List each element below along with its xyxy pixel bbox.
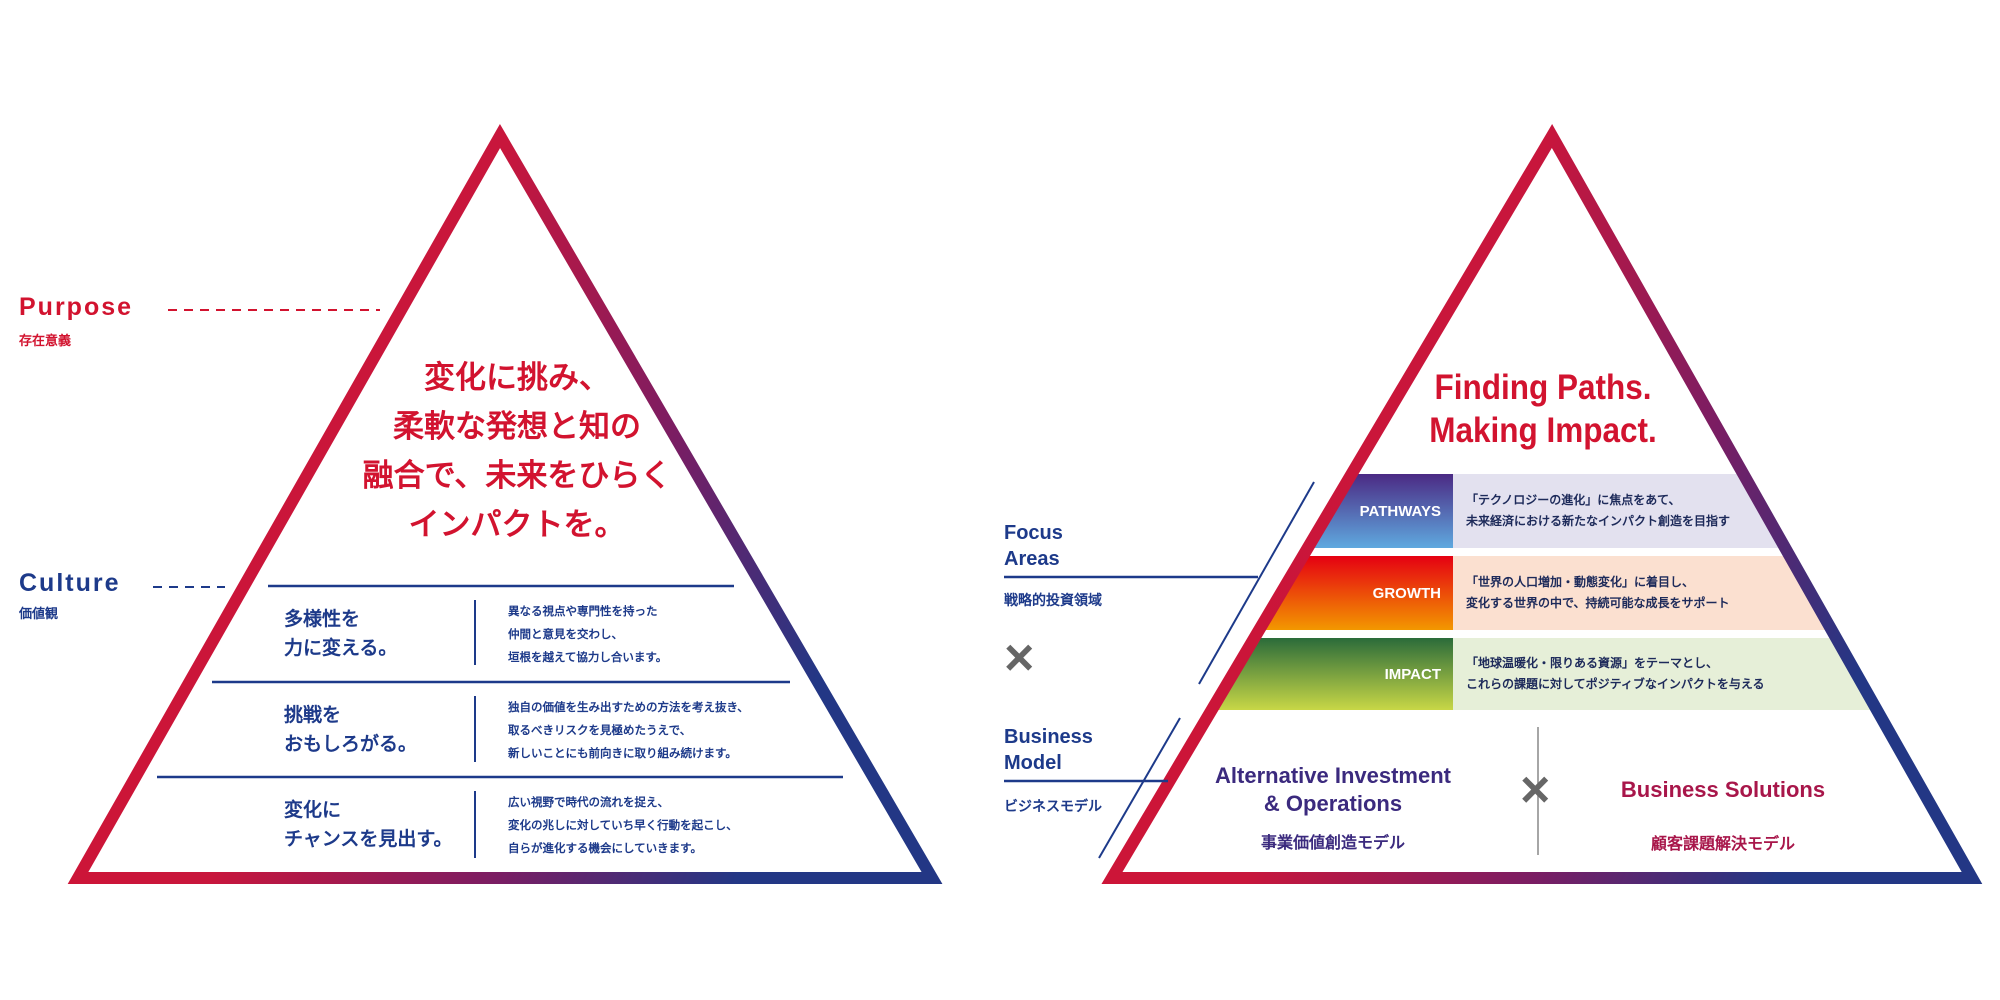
model-alt-investment-title: Alternative Investment& Operations <box>1215 763 1451 816</box>
value-title: 変化にチャンスを見出す。 <box>284 800 453 850</box>
cross-icon: × <box>1004 629 1035 687</box>
focus-areas-sub: 戦略的投資領域 <box>1004 592 1102 608</box>
tagline: Finding Paths.Making Impact. <box>1429 368 1657 450</box>
purpose-statement: 変化に挑み、 柔軟な発想と知の 融合で、未来をひらく インパクトを。 <box>362 360 672 542</box>
band-desc-growth: 「世界の人口増加・動態変化」に着目し、変化する世界の中で、持続可能な成長をサポー… <box>1466 575 1730 610</box>
value-desc: 広い視野で時代の流れを捉え、変化の兆しに対していち早く行動を起こし、自らが進化す… <box>508 797 738 855</box>
value-desc: 異なる視点や専門性を持った仲間と意見を交わし、垣根を越えて協力し合います。 <box>508 606 668 664</box>
model-alt-investment-sub: 事業価値創造モデル <box>1260 835 1405 852</box>
business-model-sub: ビジネスモデル <box>1004 798 1102 814</box>
model-business-solutions-sub: 顧客課題解決モデル <box>1650 836 1795 853</box>
band-label-growth: GROWTH <box>1372 585 1441 602</box>
band-desc-impact: 「地球温暖化・限りある資源」をテーマとし、これらの課題に対してポジティブなインパ… <box>1466 656 1765 691</box>
band-desc-pathways: 「テクノロジーの進化」に焦点をあて、未来経済における新たなインパクト創造を目指す <box>1466 493 1731 528</box>
value-title: 多様性を力に変える。 <box>284 609 398 659</box>
purpose-sub: 存在意義 <box>19 333 72 348</box>
band-label-impact: IMPACT <box>1384 666 1441 683</box>
model-business-solutions-title: Business Solutions <box>1620 777 1826 802</box>
cross-icon: × <box>1520 761 1551 819</box>
purpose-label: Purpose <box>19 293 134 321</box>
culture-label: Culture <box>19 569 121 597</box>
value-title: 挑戦をおもしろがる。 <box>284 705 418 755</box>
right-pyramid <box>1101 124 1983 884</box>
culture-sub: 価値観 <box>19 606 59 621</box>
left-pyramid <box>67 123 943 884</box>
band-label-pathways: PATHWAYS <box>1359 503 1441 520</box>
value-desc: 独自の価値を生み出すための方法を考え抜き、取るべきリスクを見極めたうえで、新しい… <box>508 702 749 760</box>
